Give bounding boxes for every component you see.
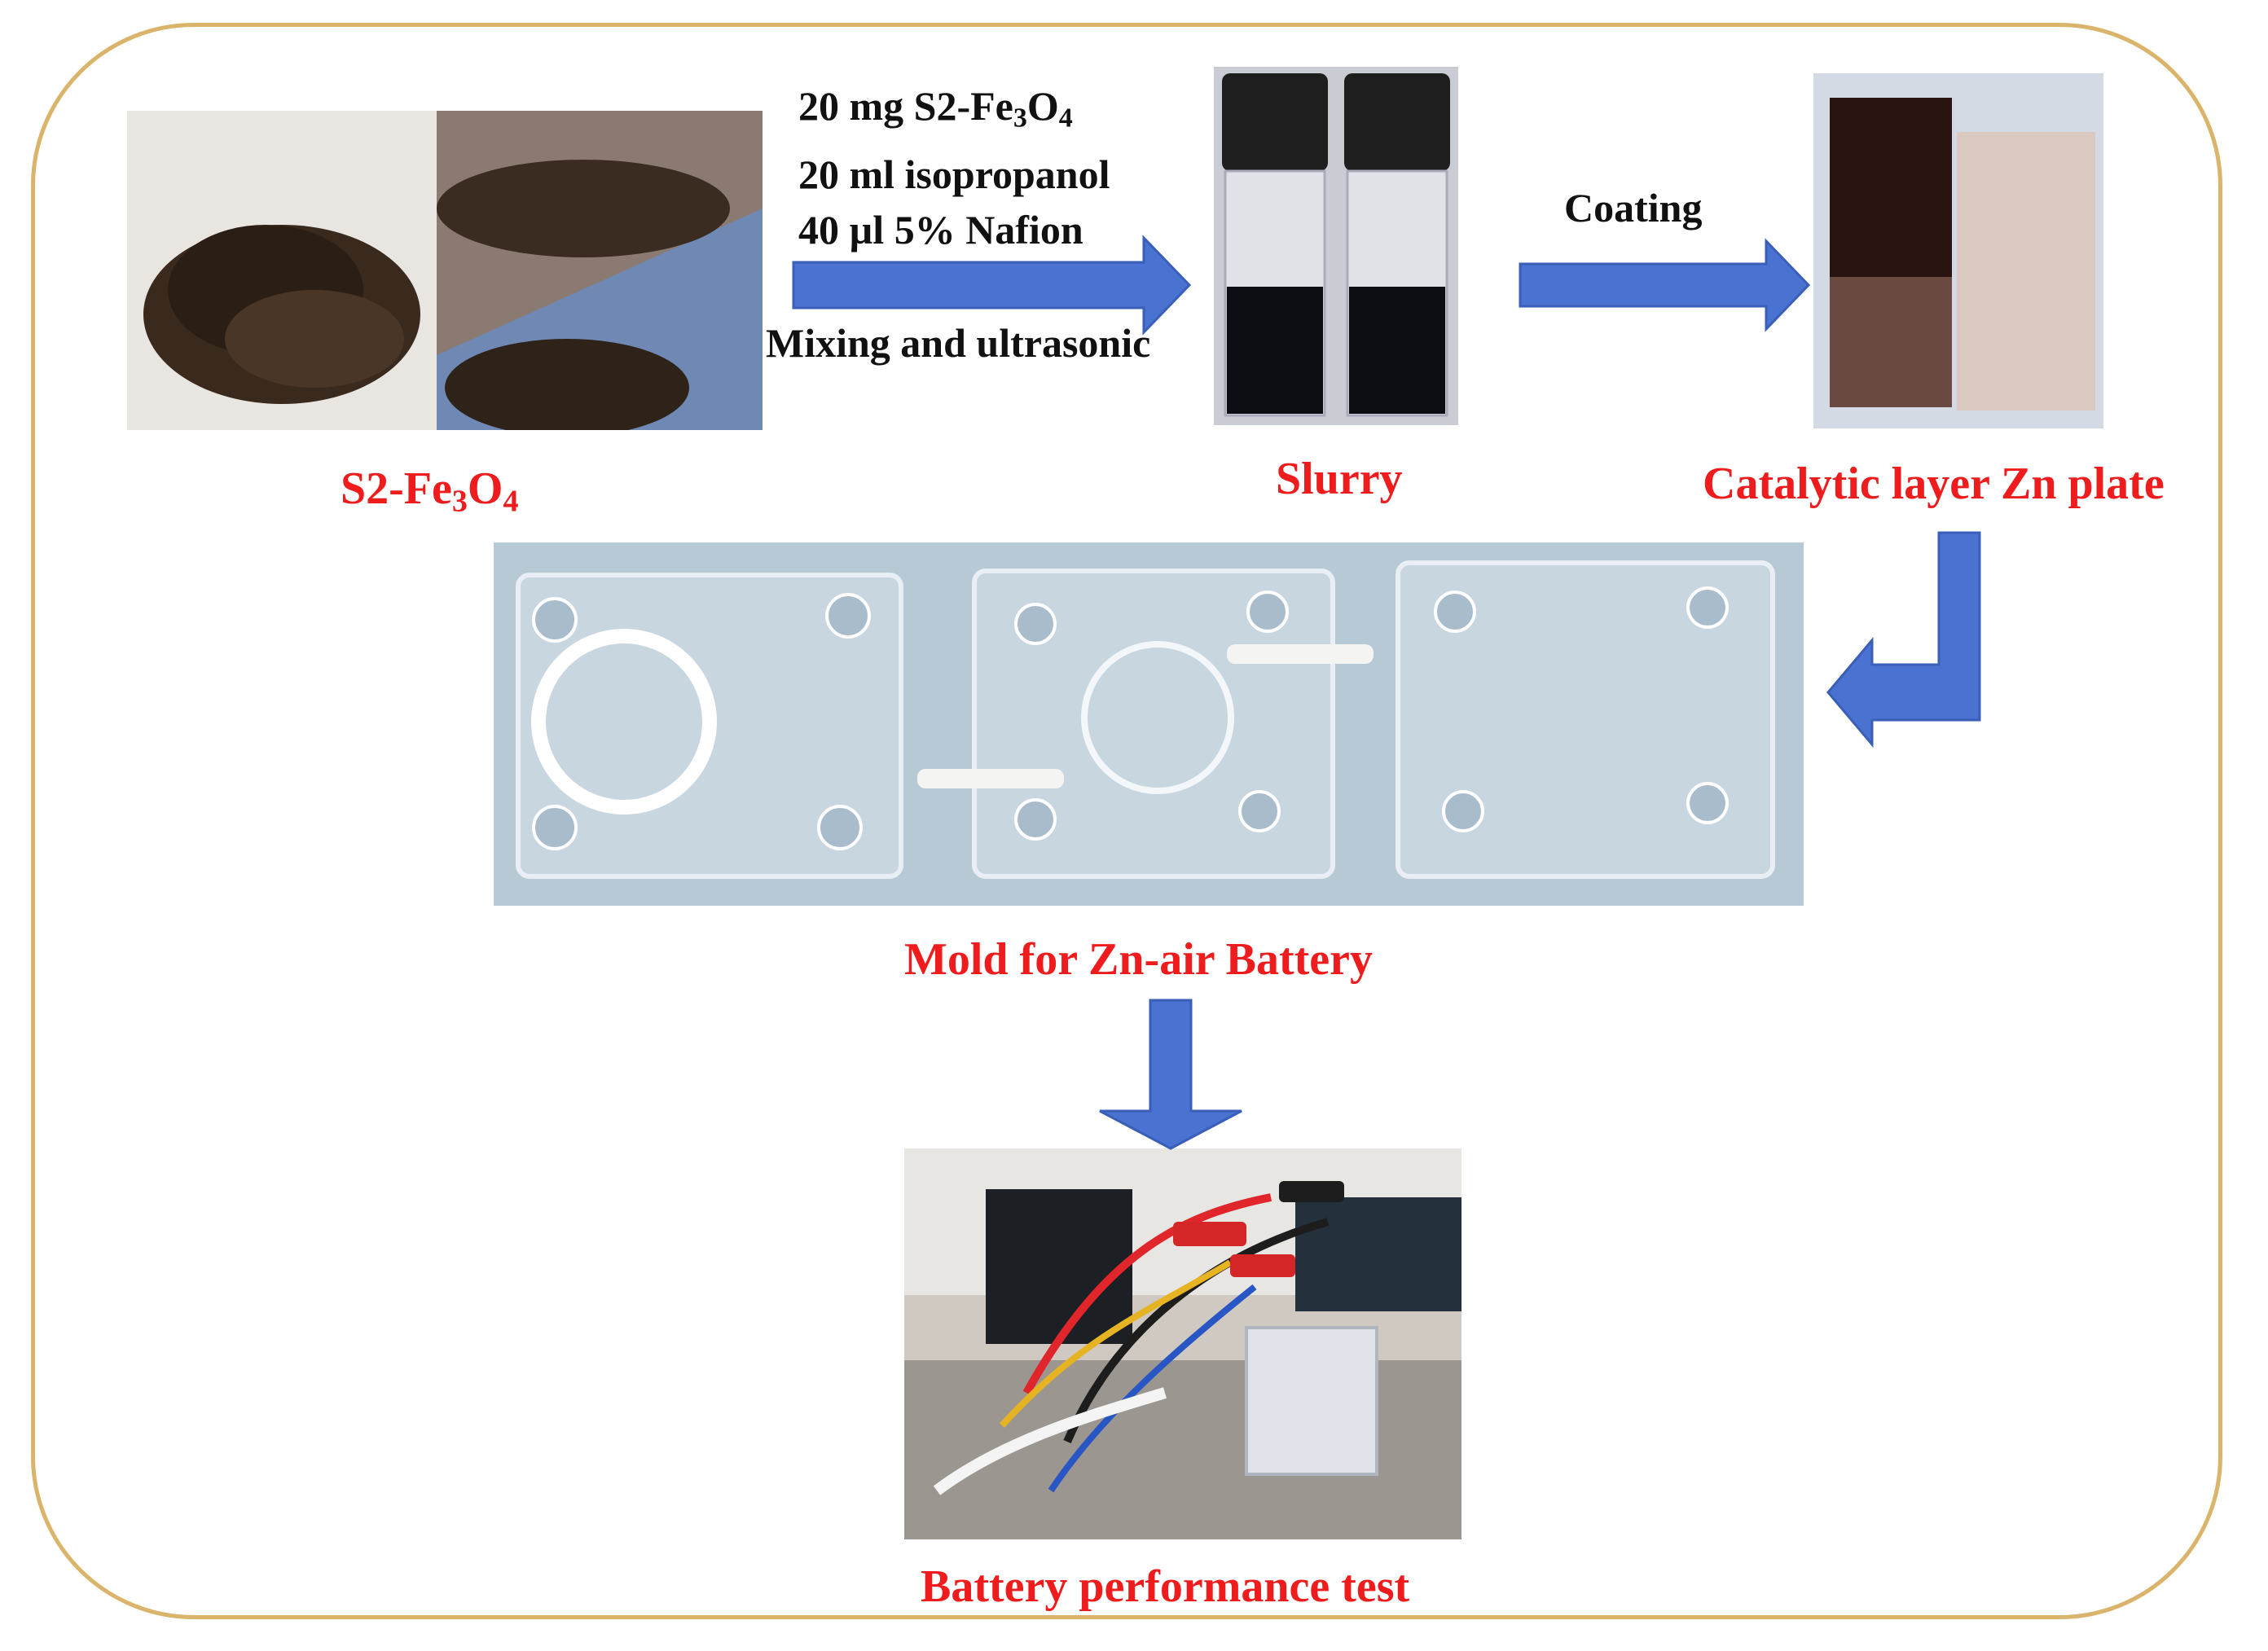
recipe-line-1: 20 mg S2-Fe3O4 — [798, 83, 1073, 134]
recipe-line-3: 40 µl 5% Nafion — [798, 206, 1083, 252]
arrow-to-battery — [1099, 999, 1242, 1150]
rounded-frame — [31, 23, 2222, 1619]
powder-label: S2-Fe3O4 — [341, 463, 519, 519]
mixing-step-label: Mixing and ultrasonic — [766, 320, 1151, 366]
battery-label: Battery performance test — [921, 1561, 1410, 1612]
mold-photo — [494, 542, 1804, 906]
arrow-to-mold — [1826, 531, 1981, 749]
arrow-coating — [1519, 238, 1811, 332]
zn-plate-photo — [1813, 73, 2103, 428]
mold-label: Mold for Zn-air Battery — [904, 934, 1373, 985]
zn-plate-label: Catalytic layer Zn plate — [1703, 459, 2165, 509]
coating-step-label: Coating — [1564, 185, 1703, 231]
arrow-mixing — [792, 235, 1192, 336]
slurry-photo — [1214, 67, 1458, 425]
recipe-line-2: 20 ml isopropanol — [798, 151, 1110, 197]
recipe-text: 20 mg S2-Fe3O4 20 ml isopropanol 40 µl 5… — [798, 78, 1110, 257]
battery-test-photo — [904, 1148, 1461, 1539]
powder-photo — [127, 111, 763, 430]
slurry-label: Slurry — [1276, 454, 1403, 504]
